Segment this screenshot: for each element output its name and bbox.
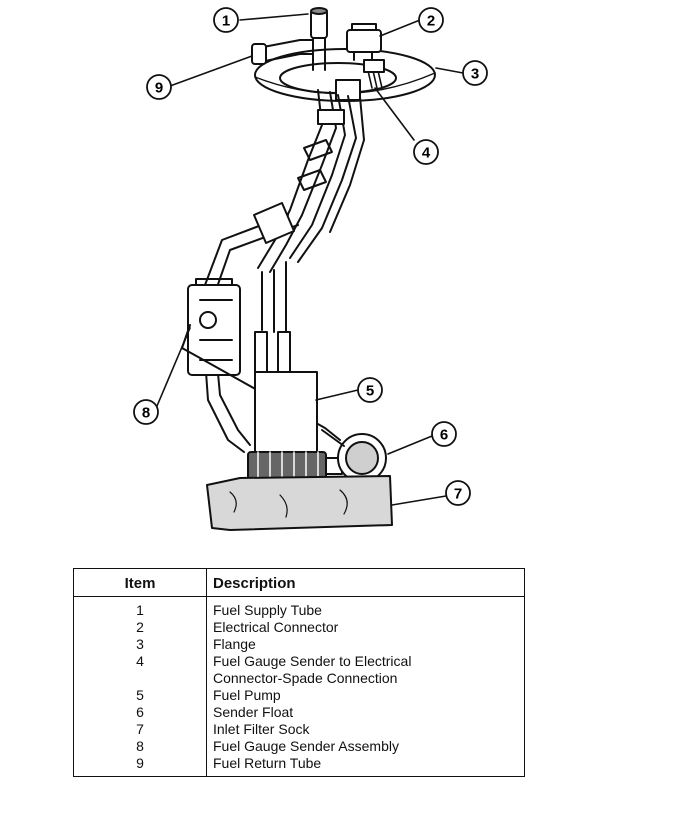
callout-6: 6 xyxy=(431,421,457,447)
legend-item-description: Flange xyxy=(213,636,256,652)
fuel-pump xyxy=(247,371,343,481)
legend-item-description: Sender Float xyxy=(213,704,294,720)
legend-item-number: 2 xyxy=(73,619,207,636)
legend-item-number: 6 xyxy=(73,704,207,721)
svg-text:6: 6 xyxy=(440,427,448,444)
svg-text:5: 5 xyxy=(366,383,374,400)
legend-row: 4 Fuel Gauge Sender to Electrical Connec… xyxy=(73,653,525,687)
callouts: 1 2 3 4 5 6 7 8 xyxy=(133,7,488,506)
legend-row: 7 Inlet Filter Sock xyxy=(73,721,525,738)
callout-5: 5 xyxy=(357,377,383,403)
svg-text:9: 9 xyxy=(155,80,163,97)
legend-row: 8 Fuel Gauge Sender Assembly xyxy=(73,738,525,755)
sender-assembly xyxy=(181,278,341,441)
legend-row: 6 Sender Float xyxy=(73,704,525,721)
fuel-return-tube xyxy=(251,39,313,65)
callout-3: 3 xyxy=(462,60,488,86)
legend-header-row: Item Description xyxy=(73,568,525,597)
svg-text:2: 2 xyxy=(427,13,435,30)
legend-item-number: 7 xyxy=(73,721,207,738)
callout-8: 8 xyxy=(133,399,159,425)
svg-text:7: 7 xyxy=(454,486,462,503)
legend-header-item: Item xyxy=(73,568,207,597)
legend-item-description: Fuel Pump xyxy=(213,687,281,703)
legend-row: 9 Fuel Return Tube xyxy=(73,755,525,777)
legend-item-number: 4 xyxy=(73,653,207,687)
legend-row: 5 Fuel Pump xyxy=(73,687,525,704)
legend-item-description: Fuel Supply Tube xyxy=(213,602,322,618)
svg-text:4: 4 xyxy=(422,145,431,162)
legend-item-number: 8 xyxy=(73,738,207,755)
legend-item-description: Fuel Return Tube xyxy=(213,755,322,771)
legend-item-number: 1 xyxy=(73,596,207,619)
svg-text:1: 1 xyxy=(222,13,230,30)
legend-item-description: Fuel Gauge Sender Assembly xyxy=(213,738,399,754)
legend-row: 2 Electrical Connector xyxy=(73,619,525,636)
fuel-pump-assembly-diagram: 1 2 3 4 5 6 7 8 xyxy=(133,7,488,531)
legend-item-number: 5 xyxy=(73,687,207,704)
legend-table: Item Description 1 Fuel Supply Tube 2 El… xyxy=(73,568,525,777)
svg-text:3: 3 xyxy=(471,66,479,83)
legend-item-number: 9 xyxy=(73,755,207,777)
callout-9: 9 xyxy=(146,74,172,100)
sender-float xyxy=(321,429,387,483)
legend-row: 3 Flange xyxy=(73,636,525,653)
legend-item-description: Fuel Gauge Sender to Electrical Connecto… xyxy=(213,653,412,686)
fuel-supply-tube xyxy=(310,7,328,71)
legend-item-number: 3 xyxy=(73,636,207,653)
leader-lines xyxy=(156,13,464,506)
spade-connection xyxy=(335,59,385,101)
inlet-filter-sock xyxy=(206,475,393,531)
legend-header-description: Description xyxy=(206,568,525,597)
legend-item-description: Electrical Connector xyxy=(213,619,339,635)
legend-item-description: Inlet Filter Sock xyxy=(213,721,310,737)
legend-row: 1 Fuel Supply Tube xyxy=(73,596,525,619)
callout-4: 4 xyxy=(413,139,439,165)
callout-1: 1 xyxy=(213,7,239,33)
callout-2: 2 xyxy=(418,7,444,33)
callout-7: 7 xyxy=(445,480,471,506)
svg-text:8: 8 xyxy=(142,405,150,422)
flange xyxy=(254,48,436,102)
electrical-connector xyxy=(346,23,382,61)
